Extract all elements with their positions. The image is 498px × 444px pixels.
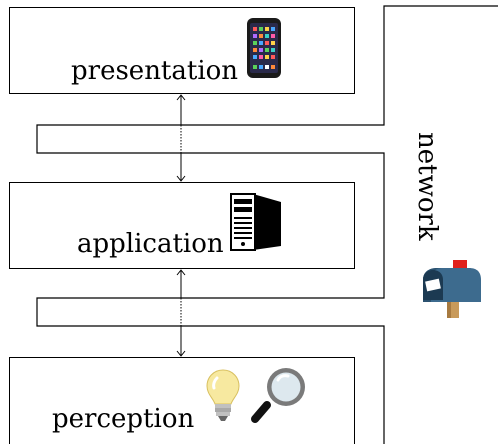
application-label: application — [77, 229, 224, 259]
presentation-label: presentation — [71, 56, 239, 86]
connector-application-perception — [176, 269, 186, 357]
arrowhead-down-icon — [176, 175, 186, 182]
magnifying-glass-icon — [251, 368, 305, 423]
perception-label: perception — [52, 404, 195, 434]
network-boundary — [36, 5, 498, 444]
desktop-computer-icon — [230, 193, 281, 251]
arrowhead-up-icon — [176, 94, 186, 101]
mailbox-icon — [423, 260, 481, 318]
arrowhead-down-icon — [176, 350, 186, 357]
application-layer-box: application — [9, 182, 355, 269]
arrowhead-up-icon — [176, 269, 186, 276]
presentation-layer-box: presentation — [9, 7, 355, 94]
network-label: network — [412, 132, 442, 241]
connector-presentation-application — [176, 94, 186, 182]
lightbulb-icon — [206, 369, 240, 421]
smartphone-icon — [247, 18, 281, 78]
